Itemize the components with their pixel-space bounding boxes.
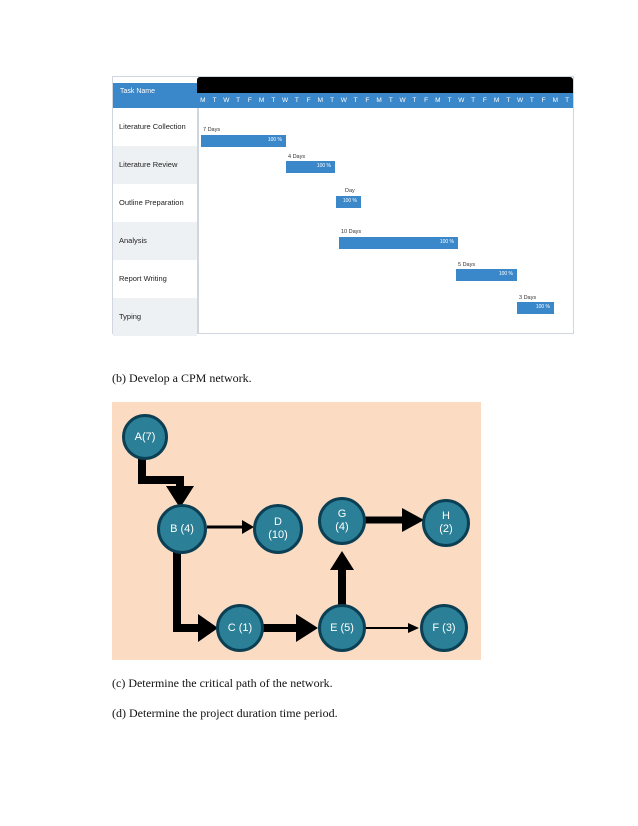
gantt-day-label: W (340, 97, 347, 104)
gantt-bar: 100 % (336, 196, 361, 208)
arrow-b-d-head (242, 520, 254, 534)
node-label: D (274, 516, 282, 528)
gantt-day-label: T (236, 97, 241, 104)
arrow-b-c (173, 550, 202, 632)
cpm-node-h: H (2) (422, 499, 470, 547)
gantt-day-label: F (306, 97, 311, 104)
gantt-day-label: F (482, 97, 487, 104)
question-d: (d) Determine the project duration time … (112, 706, 338, 720)
node-label: E (5) (330, 621, 354, 634)
gantt-task-name-header: Task Name (113, 83, 197, 108)
gantt-task-name: Report Writing (119, 274, 167, 283)
node-label: F (3) (432, 621, 456, 634)
gantt-day-label: W (458, 97, 465, 104)
gantt-task-row: Literature Collection (113, 108, 197, 146)
gantt-day-label: T (353, 97, 358, 104)
gantt-duration-label: 4 Days (288, 154, 306, 160)
gantt-divider (197, 108, 199, 333)
cpm-node-d: D (10) (253, 504, 303, 554)
gantt-duration-label: 5 Days (458, 262, 476, 268)
gantt-day-label: M (258, 97, 265, 104)
gantt-bar: 100 % (339, 237, 458, 249)
gantt-day-label: M (200, 97, 206, 104)
gantt-day-label: M (435, 97, 441, 104)
gantt-day-label: T (565, 97, 570, 104)
gantt-task-row: Typing (113, 298, 197, 336)
gantt-day-label: T (294, 97, 299, 104)
gantt-header-bar (197, 77, 573, 93)
gantt-task-name: Literature Review (119, 160, 178, 169)
gantt-day-label: T (412, 97, 417, 104)
gantt-task-row: Analysis (113, 222, 197, 260)
cpm-node-b: B (4) (157, 504, 207, 554)
gantt-bar: 100 % (286, 161, 335, 173)
cpm-node-g: G (4) (318, 497, 366, 545)
cpm-node-a: A(7) (122, 414, 168, 460)
cpm-node-f: F (3) (420, 604, 468, 652)
arrow-a-b-head (166, 486, 194, 508)
arrow-g-h-head (402, 508, 424, 532)
gantt-bar: 100 % (456, 269, 517, 281)
gantt-day-label: F (247, 97, 252, 104)
gantt-duration-label: 10 Days (341, 229, 362, 235)
gantt-bar-percent: 100 % (439, 239, 454, 245)
gantt-day-label: F (365, 97, 370, 104)
gantt-day-label: M (376, 97, 382, 104)
gantt-day-label: F (424, 97, 429, 104)
gantt-day-label: W (223, 97, 230, 104)
gantt-day-label: W (282, 97, 289, 104)
gantt-day-label: M (493, 97, 500, 104)
gantt-day-label: T (506, 97, 511, 104)
node-duration: (2) (439, 523, 453, 535)
gantt-task-row: Literature Review (113, 146, 197, 184)
gantt-bar-percent: 100 % (342, 198, 357, 204)
node-label: G (337, 508, 347, 520)
gantt-day-label: T (330, 97, 335, 104)
gantt-day-label: W (399, 97, 406, 104)
cpm-node-c: C (1) (216, 604, 264, 652)
gantt-task-row: Outline Preparation (113, 184, 197, 222)
gantt-duration-label: Day (345, 188, 355, 194)
gantt-day-label: T (212, 97, 217, 104)
gantt-task-name: Outline Preparation (119, 198, 184, 207)
gantt-bar-percent: 100 % (316, 163, 331, 169)
cpm-node-e: E (5) (318, 604, 366, 652)
gantt-duration-label: 3 Days (519, 295, 537, 301)
gantt-day-label: F (541, 97, 546, 104)
gantt-day-label: W (517, 97, 524, 104)
gantt-bar-percent: 100 % (535, 304, 550, 310)
gantt-bar-percent: 100 % (498, 271, 513, 277)
gantt-day-label: T (447, 97, 452, 104)
gantt-task-name: Analysis (119, 236, 147, 245)
gantt-bar: 100 % (201, 135, 286, 147)
arrow-e-g-head (330, 551, 354, 570)
gantt-day-label: T (388, 97, 393, 104)
node-duration: (4) (335, 521, 349, 533)
gantt-day-label: M (552, 97, 559, 104)
gantt-duration-label: 7 Days (203, 127, 221, 133)
cpm-network: A(7) B (4) D (10) G (4) H (2) C (1) E (5… (112, 402, 481, 660)
gantt-day-label: T (471, 97, 476, 104)
node-label: A(7) (134, 430, 156, 443)
gantt-task-name: Typing (119, 312, 142, 321)
gantt-day-label: M (317, 97, 324, 104)
gantt-day-label: T (271, 97, 276, 104)
question-b: (b) Develop a CPM network. (112, 371, 252, 385)
cpm-arrows (138, 446, 424, 642)
node-label: H (442, 510, 450, 522)
gantt-bar-percent: 100 % (267, 137, 282, 143)
gantt-day-label: T (529, 97, 534, 104)
gantt-task-name: Literature Collection (119, 122, 186, 131)
arrow-e-f-head (408, 623, 419, 633)
node-duration: (10) (268, 529, 288, 541)
question-c: (c) Determine the critical path of the n… (112, 676, 333, 690)
arrow-b-c-head (198, 614, 218, 642)
arrow-c-e-head (296, 614, 318, 642)
node-label: B (4) (170, 522, 194, 535)
gantt-task-row: Report Writing (113, 260, 197, 298)
node-label: C (1) (227, 621, 253, 634)
gantt-bar: 100 % (517, 302, 554, 314)
